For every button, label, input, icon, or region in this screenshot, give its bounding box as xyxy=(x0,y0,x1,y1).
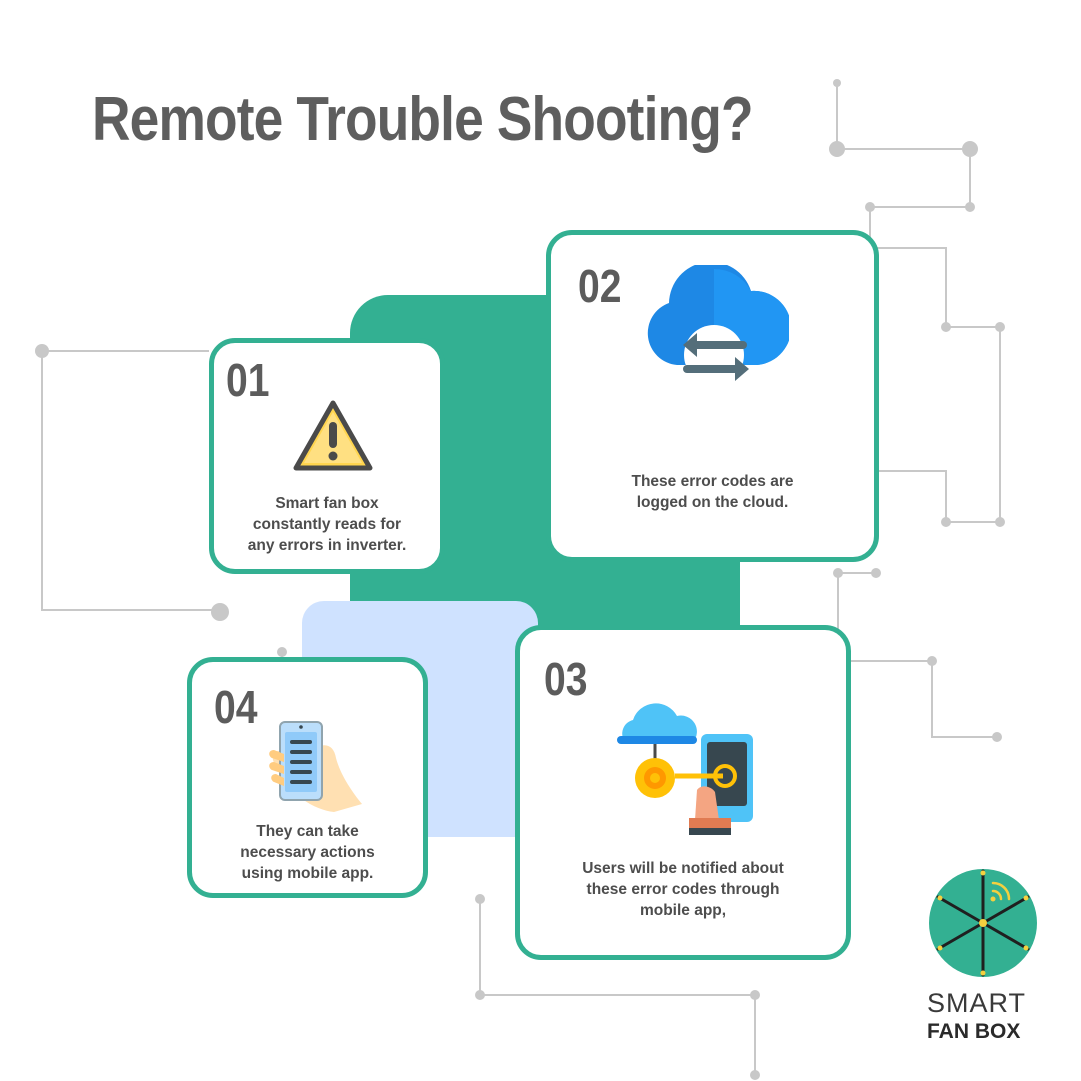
logo-text-line2: FAN BOX xyxy=(927,1020,1021,1043)
step-description: These error codes are logged on the clou… xyxy=(631,473,794,511)
cloud-phone-settings-icon xyxy=(617,703,753,835)
page-title: Remote Trouble Shooting? xyxy=(92,85,754,154)
logo-text-line1: SMART xyxy=(927,988,1027,1018)
step-description: Smart fan box constantly reads for any e… xyxy=(247,495,407,554)
step-card-03: 03 Users will be notified about these er… xyxy=(515,625,851,960)
step-description: They can take necessary actions using mo… xyxy=(240,823,375,882)
step-card-04: 04 They can take necessary actions using… xyxy=(187,657,428,898)
cloud-sync-icon xyxy=(647,265,789,385)
warning-icon xyxy=(293,400,373,471)
step-card-01: 01 Smart fan box constantly reads for an… xyxy=(209,338,445,574)
step-description: Users will be notified about these error… xyxy=(582,860,784,919)
step-number: 04 xyxy=(214,681,258,733)
hand-phone-icon xyxy=(269,721,362,812)
step-number: 02 xyxy=(578,260,622,312)
step-number: 03 xyxy=(544,653,588,705)
smart-fan-box-logo-icon xyxy=(929,869,1037,977)
step-number: 01 xyxy=(226,354,270,406)
step-card-02: 02 These error codes are logged on the c… xyxy=(546,230,879,562)
